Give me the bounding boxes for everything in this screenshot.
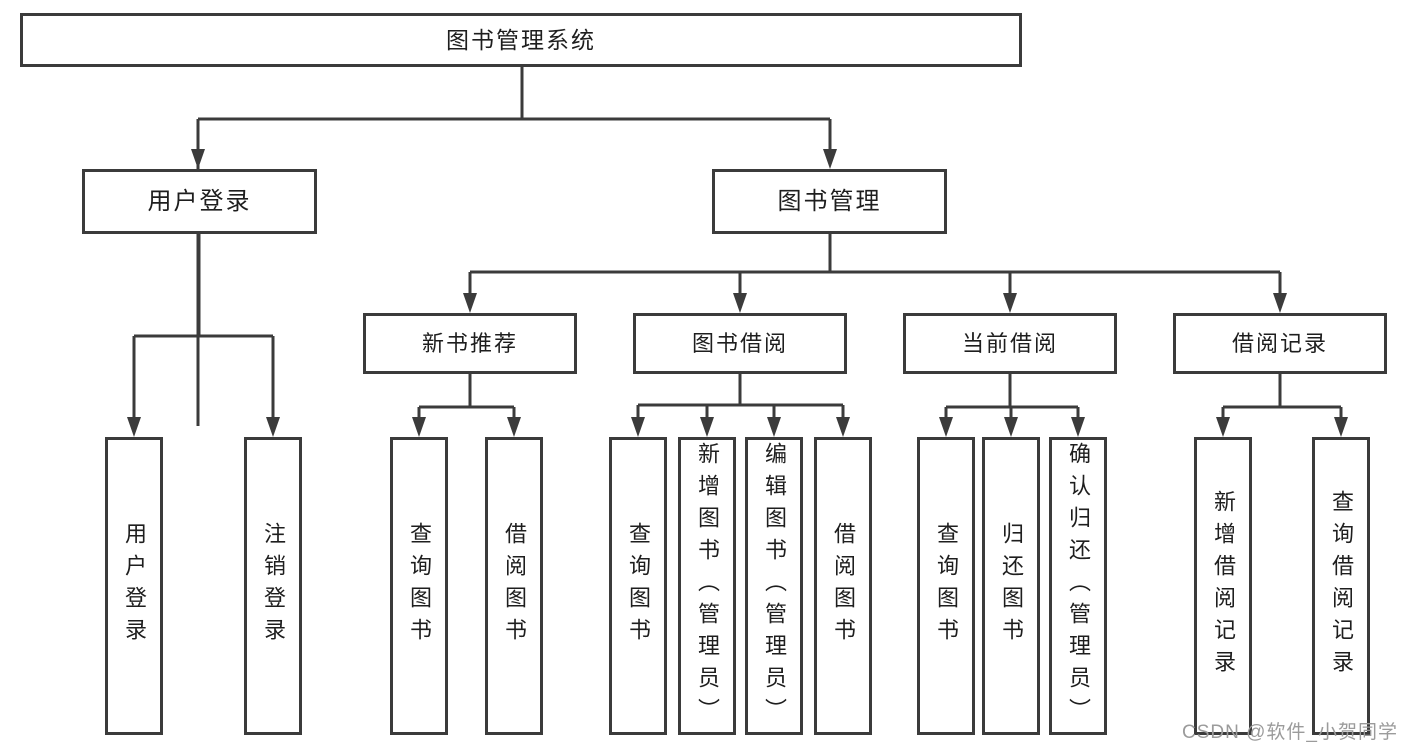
- leaf-query-books-borrow: 查询图书: [609, 437, 667, 735]
- csdn-watermark: CSDN @软件_小贺同学: [1182, 717, 1398, 744]
- node-label: 归还图书: [1000, 522, 1022, 650]
- node-label: 图书借阅: [692, 333, 788, 355]
- node-label: 用户登录: [148, 190, 252, 214]
- node-label: 新增借阅记录: [1212, 490, 1234, 682]
- node-label: 借阅图书: [832, 522, 854, 650]
- node-label: 确认归还（管理员）: [1067, 442, 1089, 730]
- node-library-management-system: 图书管理系统: [20, 13, 1022, 67]
- node-book-borrowing: 图书借阅: [633, 313, 847, 374]
- node-borrowing-records: 借阅记录: [1173, 313, 1387, 374]
- node-label: 查询图书: [935, 522, 957, 650]
- node-label: 当前借阅: [962, 333, 1058, 355]
- leaf-query-borrow-record: 查询借阅记录: [1312, 437, 1370, 735]
- node-label: 注销登录: [262, 522, 284, 650]
- leaf-borrow-books: 借阅图书: [814, 437, 872, 735]
- node-label: 查询借阅记录: [1330, 490, 1352, 682]
- leaf-return-book: 归还图书: [982, 437, 1040, 735]
- leaf-add-borrow-record: 新增借阅记录: [1194, 437, 1252, 735]
- node-label: 查询图书: [408, 522, 430, 650]
- node-current-borrowing: 当前借阅: [903, 313, 1117, 374]
- leaf-query-books-recommend: 查询图书: [390, 437, 448, 735]
- node-label: 图书管理: [778, 190, 882, 214]
- node-label: 借阅图书: [503, 522, 525, 650]
- leaf-logout: 注销登录: [244, 437, 302, 735]
- node-label: 编辑图书（管理员）: [763, 442, 785, 730]
- node-label: 新书推荐: [422, 333, 518, 355]
- leaf-edit-book-admin: 编辑图书（管理员）: [745, 437, 803, 735]
- leaf-confirm-return-admin: 确认归还（管理员）: [1049, 437, 1107, 735]
- node-book-management: 图书管理: [712, 169, 947, 234]
- node-label: 用户登录: [123, 522, 145, 650]
- leaf-add-book-admin: 新增图书（管理员）: [678, 437, 736, 735]
- node-label: 新增图书（管理员）: [696, 442, 718, 730]
- node-new-book-recommendation: 新书推荐: [363, 313, 577, 374]
- leaf-query-books-current: 查询图书: [917, 437, 975, 735]
- leaf-borrow-books-recommend: 借阅图书: [485, 437, 543, 735]
- node-user-login: 用户登录: [82, 169, 317, 234]
- leaf-user-login: 用户登录: [105, 437, 163, 735]
- node-label: 图书管理系统: [446, 29, 596, 52]
- node-label: 借阅记录: [1232, 333, 1328, 355]
- node-label: 查询图书: [627, 522, 649, 650]
